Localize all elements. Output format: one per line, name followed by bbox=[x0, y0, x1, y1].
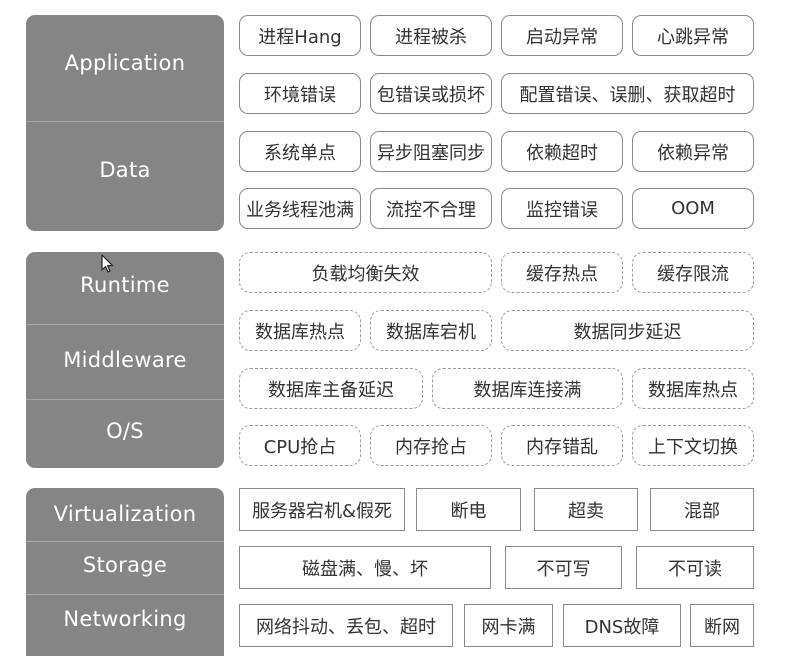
layer-label-data: Data bbox=[99, 158, 151, 182]
fault-power-outage: 断电 bbox=[416, 488, 521, 531]
fault-threadpool-full: 业务线程池满 bbox=[239, 188, 361, 229]
layer-divider bbox=[26, 121, 224, 122]
fault-single-point: 系统单点 bbox=[239, 131, 361, 172]
layer-group-runtime-middleware-os: Runtime Middleware O/S bbox=[26, 252, 224, 468]
fault-startup-error: 启动异常 bbox=[501, 15, 623, 56]
layer-divider bbox=[26, 541, 224, 542]
fault-server-down-hang: 服务器宕机&假死 bbox=[239, 488, 405, 531]
fault-db-replica-lag: 数据库主备延迟 bbox=[239, 368, 423, 409]
fault-package-error: 包错误或损坏 bbox=[370, 73, 492, 114]
layer-divider bbox=[26, 399, 224, 400]
fault-process-killed: 进程被杀 bbox=[370, 15, 492, 56]
layer-label-application: Application bbox=[64, 51, 186, 75]
fault-env-error: 环境错误 bbox=[239, 73, 361, 114]
layer-label-virtualization: Virtualization bbox=[53, 502, 197, 526]
fault-monitor-error: 监控错误 bbox=[501, 188, 623, 229]
layer-group-application-data: Application Data bbox=[26, 15, 224, 231]
layer-group-virtualization-storage-networking: Virtualization Storage Networking bbox=[26, 488, 224, 656]
fault-not-readable: 不可读 bbox=[636, 546, 754, 589]
fault-not-writable: 不可写 bbox=[505, 546, 622, 589]
layer-label-storage: Storage bbox=[82, 553, 168, 577]
fault-cache-hotspot: 缓存热点 bbox=[501, 252, 623, 293]
layer-label-runtime: Runtime bbox=[80, 273, 170, 297]
fault-disk-full-slow-broken: 磁盘满、慢、坏 bbox=[239, 546, 491, 589]
fault-network-disconnect: 断网 bbox=[690, 604, 754, 647]
layer-divider bbox=[26, 324, 224, 325]
layer-label-os: O/S bbox=[106, 419, 144, 443]
fault-data-sync-delay: 数据同步延迟 bbox=[501, 310, 754, 351]
layer-label-networking: Networking bbox=[63, 607, 187, 631]
fault-dependency-timeout: 依赖超时 bbox=[501, 131, 623, 172]
fault-db-hotspot-2: 数据库热点 bbox=[632, 368, 754, 409]
fault-nic-full: 网卡满 bbox=[464, 604, 553, 647]
fault-oversold: 超卖 bbox=[534, 488, 638, 531]
fault-db-hotspot: 数据库热点 bbox=[239, 310, 361, 351]
mouse-cursor-icon bbox=[101, 254, 114, 273]
fault-db-down: 数据库宕机 bbox=[370, 310, 492, 351]
fault-context-switch: 上下文切换 bbox=[632, 425, 754, 466]
fault-colocation: 混部 bbox=[650, 488, 754, 531]
fault-dns-failure: DNS故障 bbox=[563, 604, 681, 647]
fault-db-connections-full: 数据库连接满 bbox=[432, 368, 623, 409]
fault-config-error: 配置错误、误删、获取超时 bbox=[501, 73, 754, 114]
fault-flow-control: 流控不合理 bbox=[370, 188, 492, 229]
fault-heartbeat-error: 心跳异常 bbox=[632, 15, 754, 56]
fault-cpu-contention: CPU抢占 bbox=[239, 425, 361, 466]
fault-memory-corruption: 内存错乱 bbox=[501, 425, 623, 466]
fault-process-hang: 进程Hang bbox=[239, 15, 361, 56]
fault-cache-throttle: 缓存限流 bbox=[632, 252, 754, 293]
fault-async-blocking: 异步阻塞同步 bbox=[370, 131, 492, 172]
fault-network-jitter: 网络抖动、丢包、超时 bbox=[239, 604, 453, 647]
fault-load-balancer-failure: 负载均衡失效 bbox=[239, 252, 492, 293]
fault-dependency-error: 依赖异常 bbox=[632, 131, 754, 172]
layer-divider bbox=[26, 594, 224, 595]
fault-memory-contention: 内存抢占 bbox=[370, 425, 492, 466]
layer-label-middleware: Middleware bbox=[63, 348, 187, 372]
fault-oom: OOM bbox=[632, 188, 754, 229]
